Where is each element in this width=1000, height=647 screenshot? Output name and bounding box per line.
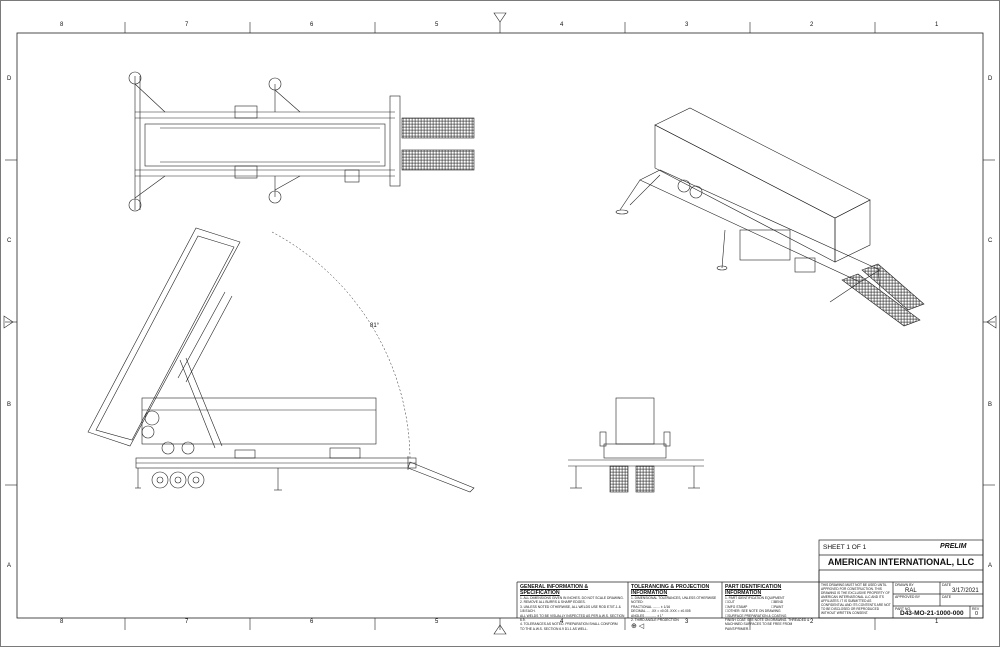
note-line: DECIMAL .... .XX = ±0.03 .XXX = ±0.005 xyxy=(631,609,691,614)
note-line: 1. DIMENSIONAL TOLERANCES, UNLESS OTHERW… xyxy=(631,596,717,605)
general-notes: GENERAL INFORMATION & SPECIFICATION 1. A… xyxy=(520,584,626,631)
angle-dimension: 81° xyxy=(370,323,380,329)
side-view xyxy=(87,227,475,493)
note-line: FRACTIONAL ........ ± 1/16 xyxy=(631,604,671,609)
note-line: FINISH COAT: SEE NOTE ON DRAWING. THREAD… xyxy=(725,618,810,631)
general-notes-title: GENERAL INFORMATION & SPECIFICATION xyxy=(520,584,589,596)
drawn-by-value: RAL xyxy=(905,588,917,594)
note-line: TO THE A.W.S. SECTION 6.9 D1.1 AS WELL. xyxy=(520,626,588,631)
row-label: C xyxy=(7,238,12,244)
part-identification: PART IDENTIFICATION INFORMATION 1. PART … xyxy=(725,584,817,631)
column-label: 8 xyxy=(60,22,64,28)
column-label: 6 xyxy=(310,619,314,625)
column-label: 4 xyxy=(560,22,564,28)
part-number: D43-MO-21-1000-000 xyxy=(900,610,964,617)
column-labels-bottom: 8 7 6 5 4 3 2 1 xyxy=(0,619,1000,629)
column-label: 5 xyxy=(435,22,439,28)
column-label: 2 xyxy=(810,619,814,625)
option-label: OTHER: SEE NOTE ON DRAWING xyxy=(727,609,781,614)
date-label: DATE xyxy=(942,583,952,587)
column-label: 3 xyxy=(685,22,689,28)
column-label: 6 xyxy=(310,22,314,28)
note-line: 1. ALL DIMENSIONS GIVEN IN INCHES. DO NO… xyxy=(520,596,624,600)
checkbox-icon: ☐ xyxy=(725,609,728,614)
column-label: 2 xyxy=(810,22,814,28)
option-label: CUT xyxy=(727,600,735,605)
note-line: ANGLES ............ ± 1° xyxy=(631,613,664,618)
checkbox-icon: ☐ xyxy=(771,604,774,609)
row-label: A xyxy=(7,563,12,569)
column-label: 3 xyxy=(685,619,689,625)
row-label: D xyxy=(7,76,12,82)
column-label: 4 xyxy=(560,619,564,625)
column-label: 5 xyxy=(435,619,439,625)
approved-date-label: DATE xyxy=(942,595,952,599)
note-line: 4. TOLERANCES AS NOTED. PREPARATION SHAL… xyxy=(520,622,618,627)
column-label: 1 xyxy=(935,22,939,28)
top-view xyxy=(128,71,475,212)
approved-by-label: APPROVED BY xyxy=(895,595,921,599)
checkbox-icon: ☐ xyxy=(771,600,774,605)
column-label: 1 xyxy=(935,619,939,625)
drawn-by-label: DRAWN BY xyxy=(895,583,914,587)
part-identification-title: PART IDENTIFICATION INFORMATION xyxy=(725,584,782,596)
row-label: D xyxy=(988,76,993,82)
tolerance-notes: TOLERANCING & PROJECTION INFORMATION 1. … xyxy=(631,584,721,630)
note-line: 2. THIRD ANGLE PROJECTION xyxy=(631,618,679,623)
column-label: 7 xyxy=(185,22,189,28)
rear-view xyxy=(568,397,704,493)
third-angle-projection-icon: ⊕ ◁ xyxy=(631,623,645,631)
note-line: ALL WELDS TO BE VISUALLY INSPECTED AS PE… xyxy=(520,613,625,623)
row-label: B xyxy=(988,402,993,408)
row-label: C xyxy=(988,238,993,244)
sheet-number: SHEET 1 OF 1 xyxy=(823,544,867,551)
checkbox-icon: ☐ xyxy=(725,604,728,609)
isometric-view xyxy=(615,107,925,327)
row-label: B xyxy=(7,402,12,408)
note-line: 3. UNLESS NOTED OTHERWISE, ALL WELDS USE… xyxy=(520,604,621,614)
option-label: MFG STAMP xyxy=(727,604,748,609)
option-label: PAINT xyxy=(773,604,784,609)
option-label: BEND xyxy=(773,600,784,605)
column-label: 8 xyxy=(60,619,64,625)
proprietary-notice: THIS DRAWING MUST NOT BE USED UNTIL APPR… xyxy=(821,583,891,615)
rev-label: REV xyxy=(972,607,980,611)
checkbox-icon: ☐ xyxy=(725,613,728,618)
option-label: SURFACE PREPARATION & COATING xyxy=(727,613,787,618)
column-labels-top: 8 7 6 5 4 3 2 1 xyxy=(0,22,1000,32)
note-line: 1. PART IDENTIFICATION EQUIPMENT xyxy=(725,596,785,600)
status-label: PRELIM xyxy=(940,543,967,550)
revision: 0 xyxy=(975,611,979,617)
date-value: 3/17/2021 xyxy=(952,588,979,594)
row-label: A xyxy=(988,563,993,569)
tolerance-notes-title: TOLERANCING & PROJECTION INFORMATION xyxy=(631,584,710,596)
company-name: AMERICAN INTERNATIONAL, LLC xyxy=(827,557,975,567)
part-no-label: PART NO. xyxy=(895,607,912,611)
checkbox-icon: ☐ xyxy=(725,600,728,605)
note-line: 2. REMOVE ALL BURRS & SHARP EDGES. xyxy=(520,600,586,605)
column-label: 7 xyxy=(185,619,189,625)
